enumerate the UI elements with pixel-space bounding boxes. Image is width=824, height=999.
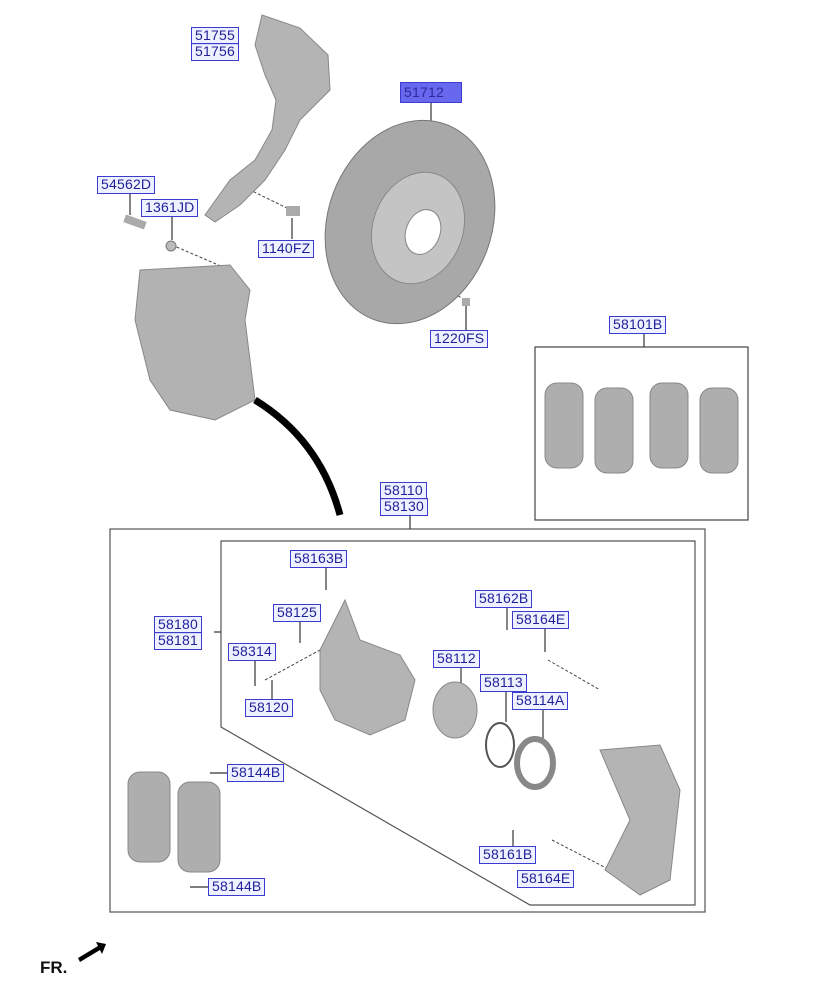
part-label-54562D[interactable]: 54562D xyxy=(97,176,156,194)
caliper-housing-part xyxy=(319,598,416,736)
part-label-58112[interactable]: 58112 xyxy=(433,650,480,668)
pad-kit-part xyxy=(544,382,739,474)
carrier-part xyxy=(599,744,681,896)
part-label-58114A[interactable]: 58114A xyxy=(512,692,569,710)
part-label-58110[interactable]: 58110 xyxy=(380,482,427,500)
caliper-part xyxy=(134,264,256,421)
caliper-subassembly-frame xyxy=(220,540,696,906)
part-label-58162B[interactable]: 58162B xyxy=(475,590,533,608)
dust-shield-part xyxy=(204,14,331,223)
part-label-58181[interactable]: 58181 xyxy=(154,632,202,650)
part-label-58120[interactable]: 58120 xyxy=(245,699,293,717)
pad-kit-frame xyxy=(534,346,749,521)
part-label-1140FZ[interactable]: 1140FZ xyxy=(258,240,315,258)
part-label-58163B[interactable]: 58163B xyxy=(290,550,348,568)
callout-arrow xyxy=(253,397,344,516)
piston-part xyxy=(432,681,478,739)
part-label-58125[interactable]: 58125 xyxy=(273,604,321,622)
part-label-51755[interactable]: 51755 xyxy=(191,27,239,45)
seal-part xyxy=(485,722,515,768)
part-label-58101B[interactable]: 58101B xyxy=(609,316,667,334)
part-label-58164E[interactable]: 58164E xyxy=(517,870,575,888)
front-direction-label: FR. xyxy=(40,958,68,977)
part-label-58130[interactable]: 58130 xyxy=(380,498,428,516)
part-label-58144B[interactable]: 58144B xyxy=(227,764,285,782)
part-label-51712-selected[interactable]: 51712 xyxy=(400,82,462,103)
part-label-1361JD[interactable]: 1361JD xyxy=(141,199,199,217)
part-label-58113[interactable]: 58113 xyxy=(480,674,527,692)
part-label-58164E[interactable]: 58164E xyxy=(512,611,570,629)
pads-part xyxy=(127,771,221,873)
part-label-1220FS[interactable]: 1220FS xyxy=(430,330,489,348)
front-direction-arrow-icon xyxy=(78,942,106,962)
part-label-58144B[interactable]: 58144B xyxy=(208,878,266,896)
part-label-58314[interactable]: 58314 xyxy=(228,643,276,661)
part-label-51756[interactable]: 51756 xyxy=(191,43,239,61)
part-label-58161B[interactable]: 58161B xyxy=(479,846,537,864)
caliper-assembly-frame xyxy=(109,528,706,913)
part-label-58180[interactable]: 58180 xyxy=(154,616,202,634)
boot-part xyxy=(514,736,556,790)
